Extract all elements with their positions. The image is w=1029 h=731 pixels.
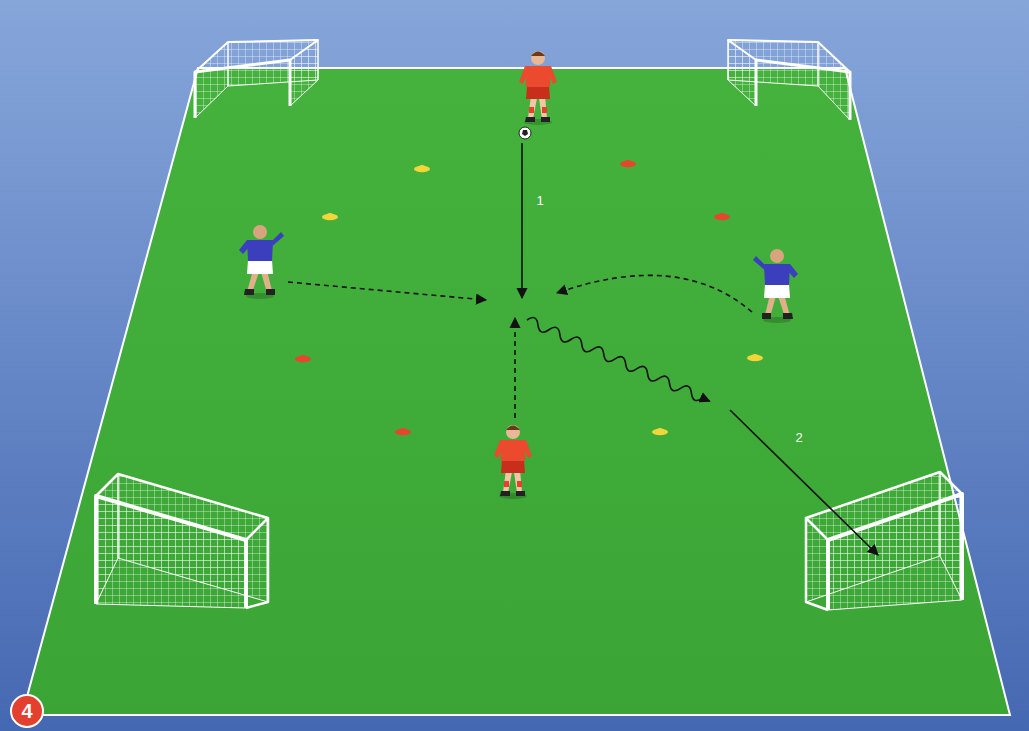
ball xyxy=(519,127,531,139)
blue-player xyxy=(753,249,798,323)
red-cones xyxy=(295,355,311,362)
yellow-cones xyxy=(322,213,338,220)
pass-arrow xyxy=(521,143,523,298)
dribble-line xyxy=(525,315,712,405)
figure-number: 4 xyxy=(21,701,32,721)
yellow-cones xyxy=(322,165,763,435)
goal-bottom-right xyxy=(806,472,962,610)
run-arrow xyxy=(514,318,516,418)
goal-bottom-left xyxy=(96,474,268,608)
movement-arrows xyxy=(288,143,878,555)
goal-bottom-right xyxy=(828,494,962,610)
goal-top-right xyxy=(728,40,850,72)
goal-bottom-left xyxy=(96,496,246,608)
goal-top-left xyxy=(195,60,290,118)
shot-arrow xyxy=(730,410,878,555)
goal-top-right xyxy=(756,60,850,120)
yellow-cones xyxy=(747,354,763,361)
goal-top-right xyxy=(818,42,850,120)
callout-number: 1 xyxy=(536,194,543,207)
red-player xyxy=(494,425,532,499)
goal-bottom-left xyxy=(96,496,246,608)
yellow-cones xyxy=(652,428,668,435)
goal-top-right xyxy=(728,40,850,120)
callout-number: 2 xyxy=(795,431,802,444)
goal-bottom-right xyxy=(806,472,962,610)
run-arrow xyxy=(288,282,486,300)
ball xyxy=(519,127,531,139)
run-arrow xyxy=(557,275,752,312)
badge-circle xyxy=(11,695,43,727)
goal-bottom-left xyxy=(96,474,268,608)
goal-bottom-right xyxy=(828,494,962,610)
ball xyxy=(522,130,528,136)
red-cones xyxy=(620,160,636,167)
red-cones xyxy=(714,213,730,220)
yellow-cones xyxy=(414,165,430,172)
goal-top-left xyxy=(195,40,318,72)
goal-top-left xyxy=(195,40,318,118)
red-player xyxy=(519,51,557,125)
pitch xyxy=(22,68,1010,715)
red-cones xyxy=(295,160,730,435)
red-cones xyxy=(395,428,411,435)
figure-number-badge: 4 xyxy=(10,694,44,728)
goal-top-left xyxy=(195,42,228,118)
blue-player xyxy=(239,225,284,299)
